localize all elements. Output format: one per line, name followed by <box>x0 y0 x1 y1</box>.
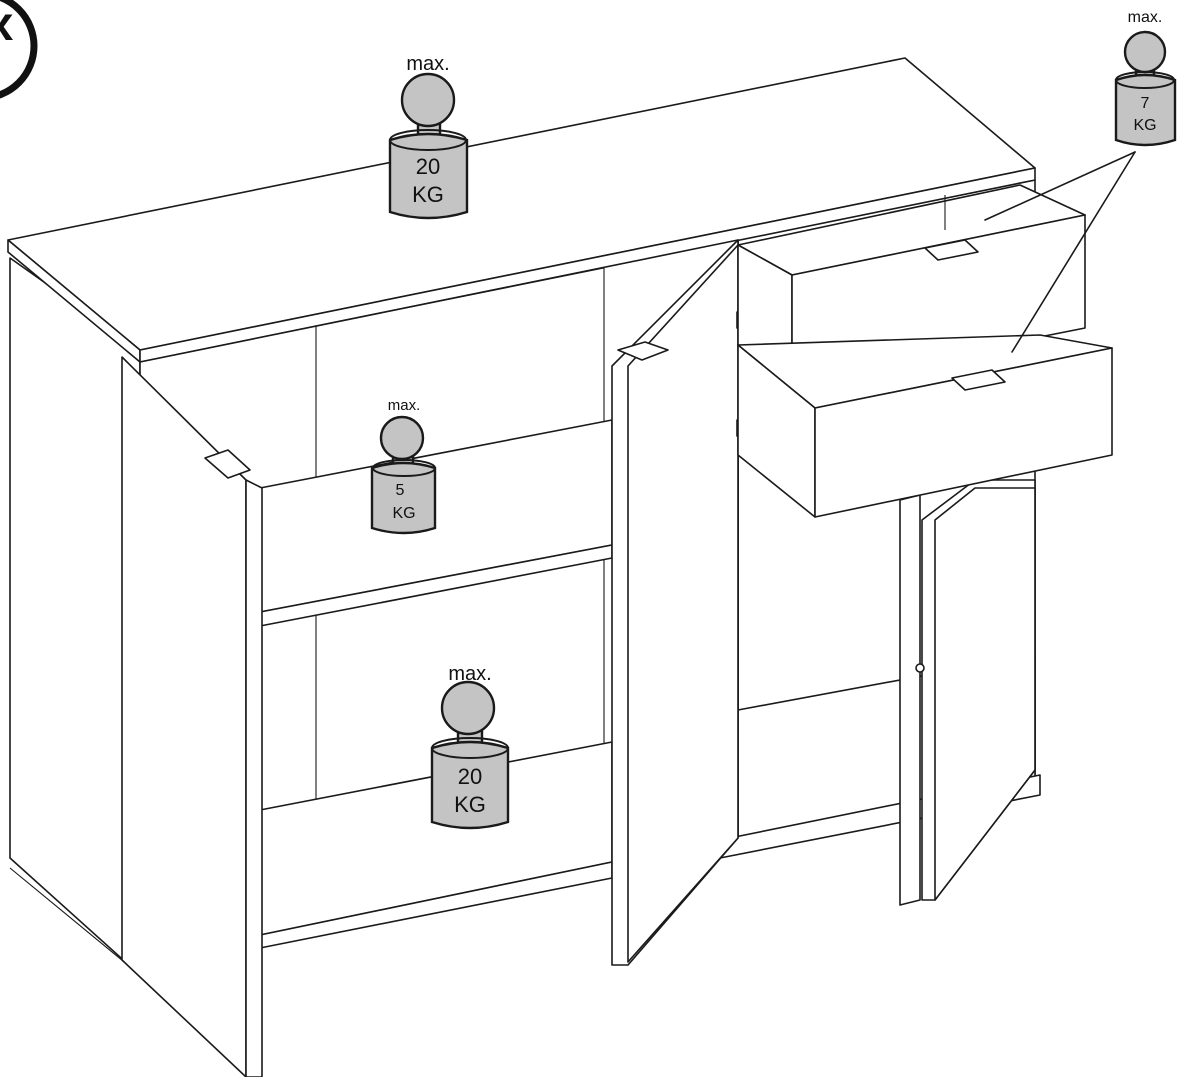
weight-drawers-body <box>1114 73 1177 147</box>
weight-drawers-unit: KG <box>1133 117 1156 134</box>
lower-drawer-front <box>814 347 1113 518</box>
weight-shelf-value: 5 <box>396 482 405 499</box>
weight-bottom: max. 20 KG <box>430 663 510 830</box>
weight-shelf-ball <box>379 415 425 461</box>
weight-bottom-unit: KG <box>454 792 486 817</box>
weight-drawers-max: max. <box>1128 9 1163 26</box>
right-door-hinge <box>915 663 925 673</box>
left-side-panel <box>9 257 141 976</box>
weight-shelf-max: max. <box>388 397 421 414</box>
weight-bottom-max: max. <box>448 663 491 685</box>
weight-top-body <box>388 132 469 220</box>
weight-shelf-body <box>370 461 437 535</box>
weight-top-ball <box>400 72 456 128</box>
weight-top-unit: KG <box>412 182 444 207</box>
left-door-edge <box>245 479 263 1077</box>
right-divider <box>899 494 921 906</box>
weight-bottom-value: 20 <box>458 764 482 789</box>
right-door-front <box>934 487 1036 901</box>
left-door-hinge <box>204 449 251 479</box>
weight-bottom-body <box>430 740 510 830</box>
weight-drawers: max. 7 KG <box>1114 9 1177 147</box>
weight-top: max. 20 KG <box>388 53 469 220</box>
top-panel-front-edge <box>139 167 1036 363</box>
weight-shelf-unit: KG <box>392 505 415 522</box>
step-badge-text: x <box>0 0 14 51</box>
weight-top-value: 20 <box>416 154 440 179</box>
weight-shelf: max. 5 KG <box>370 397 437 535</box>
weight-bottom-ball <box>440 680 496 736</box>
middle-door-front <box>627 244 739 963</box>
sideboard <box>7 57 1113 1077</box>
weight-top-max: max. <box>406 53 449 75</box>
step-badge: x <box>0 0 38 99</box>
weight-drawers-ball <box>1123 30 1167 74</box>
lower-drawer-handle <box>951 369 1006 391</box>
drawer-pointers <box>984 151 1136 353</box>
middle-door-hinge <box>617 341 669 361</box>
upper-drawer-handle <box>924 239 979 261</box>
weight-drawers-value: 7 <box>1141 95 1150 112</box>
left-door <box>121 356 247 1077</box>
